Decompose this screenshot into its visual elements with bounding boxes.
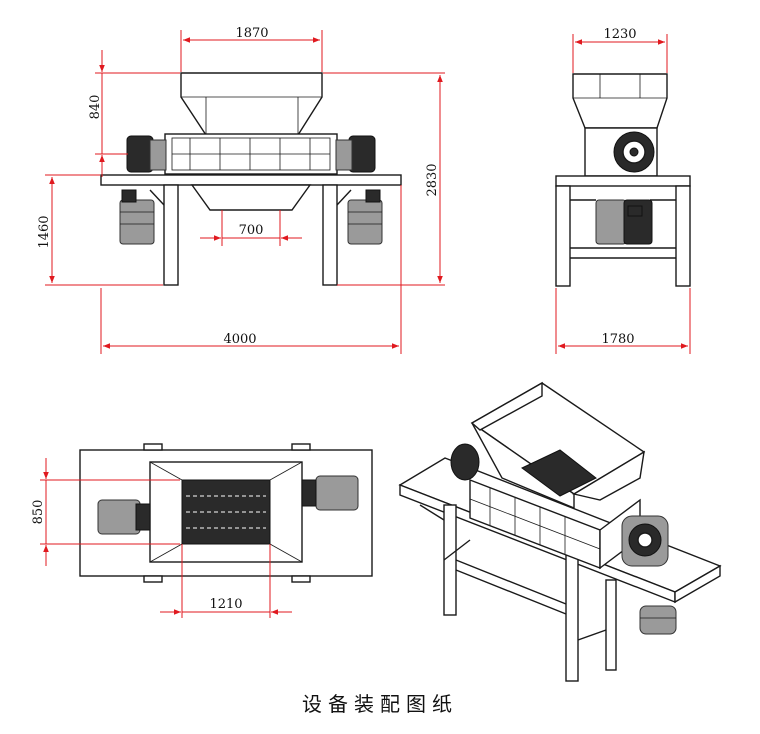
dim-front-outlet-width: 700 [239, 223, 264, 238]
top-motor-left [97, 499, 141, 535]
right-motor-junction [365, 189, 381, 203]
side-dimensions: 1230 1780 [555, 27, 691, 354]
drawing-caption: 设备装配图纸 [302, 692, 458, 716]
iso-cutters [521, 449, 597, 497]
side-motor-left [595, 199, 627, 245]
iso-reducer-left [450, 443, 480, 481]
dim-front-total-height: 2830 [425, 163, 440, 196]
dim-front-hopper-width: 1870 [235, 26, 268, 41]
left-bearing [149, 139, 167, 171]
dim-side-hopper-width: 1230 [603, 27, 636, 42]
right-motor [347, 199, 383, 245]
side-leg-left [555, 185, 571, 287]
left-reducer [126, 135, 154, 173]
dim-top-chamber-length: 1210 [209, 597, 242, 612]
iso-leg-2 [565, 552, 579, 682]
dim-front-frame-height: 1460 [37, 215, 52, 248]
right-reducer [348, 135, 376, 173]
side-table-top [555, 175, 691, 187]
front-hopper [180, 72, 323, 136]
right-bearing [335, 139, 353, 171]
front-leg-right [322, 184, 338, 286]
isometric-view [398, 381, 722, 682]
dim-front-total-length: 4000 [223, 332, 256, 347]
side-hopper [572, 73, 668, 129]
iso-motor [639, 605, 677, 635]
top-dimensions: 850 1210 [31, 458, 292, 618]
left-motor [119, 199, 155, 245]
side-view [555, 73, 691, 287]
dim-front-hopper-height: 840 [88, 95, 103, 120]
side-leg-right [675, 185, 691, 287]
front-outlet-chute [190, 184, 312, 211]
front-dimensions: 1870 840 2830 1460 700 4000 [37, 26, 445, 354]
front-view [100, 72, 402, 286]
top-motor-right [315, 475, 359, 511]
left-motor-junction [121, 189, 137, 203]
dim-top-chamber-width: 850 [31, 500, 46, 525]
front-table-top [100, 174, 402, 186]
iso-leg-3 [605, 579, 617, 671]
dim-side-base-width: 1780 [601, 332, 634, 347]
iso-leg-1 [443, 504, 457, 616]
top-view [79, 443, 373, 583]
front-leg-left [163, 184, 179, 286]
